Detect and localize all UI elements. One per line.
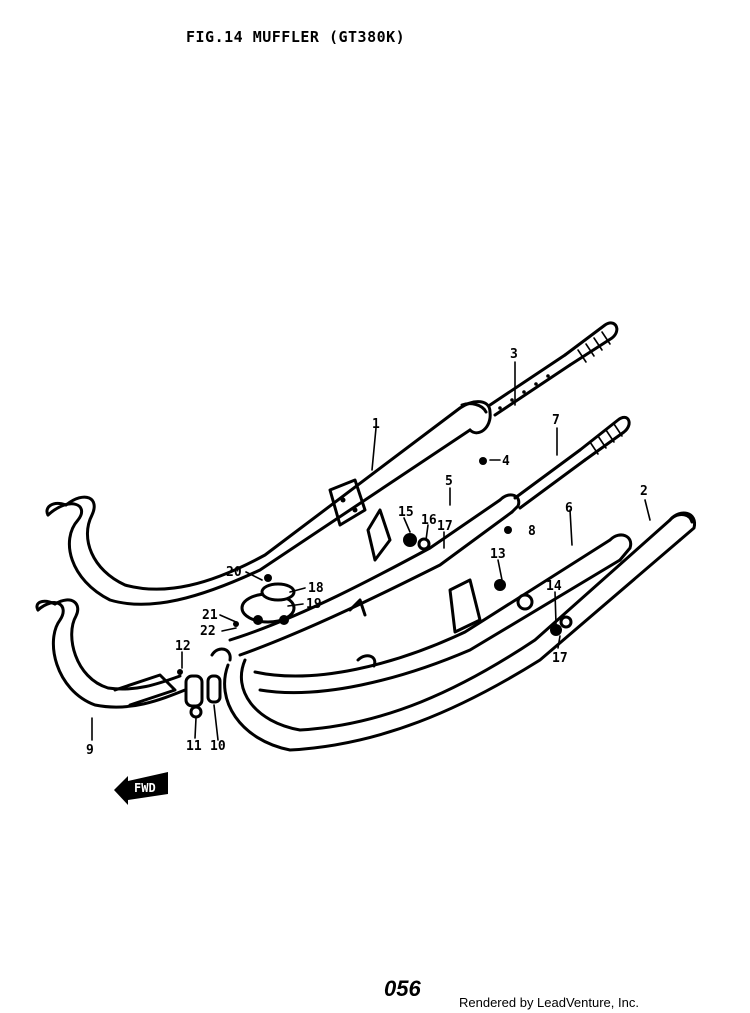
exhaust-flange-assembly[interactable] bbox=[233, 574, 296, 627]
nut-4[interactable] bbox=[479, 457, 487, 465]
muffler-upper-left[interactable] bbox=[45, 400, 492, 606]
callout-6: 6 bbox=[565, 501, 573, 516]
callout-10: 10 bbox=[210, 739, 226, 754]
exhaust-pipe-front[interactable] bbox=[35, 598, 187, 709]
fwd-label: FWD bbox=[134, 781, 156, 795]
callout-12: 12 bbox=[175, 639, 191, 654]
washer-17b[interactable] bbox=[559, 615, 573, 629]
callout-4: 4 bbox=[502, 454, 510, 469]
callout-8: 8 bbox=[528, 524, 536, 539]
page-number: 056 bbox=[384, 976, 421, 1001]
muffler-middle[interactable] bbox=[228, 493, 521, 657]
render-credit: Rendered by LeadVenture, Inc. bbox=[459, 995, 639, 1010]
leader-lines bbox=[91, 361, 651, 741]
muffler-lower-right[interactable] bbox=[223, 511, 697, 752]
tailpipe-middle[interactable] bbox=[513, 415, 631, 510]
nut-14[interactable] bbox=[550, 624, 562, 636]
callout-numbers: 1 2 3 4 5 6 7 8 9 10 11 12 13 14 15 16 1… bbox=[86, 347, 648, 758]
callout-1: 1 bbox=[372, 417, 380, 432]
callout-18: 18 bbox=[308, 581, 324, 596]
tailpipe-upper[interactable] bbox=[488, 321, 619, 417]
callout-13: 13 bbox=[490, 547, 506, 562]
callout-11: 11 bbox=[186, 739, 202, 754]
muffler-lower-center[interactable] bbox=[253, 533, 633, 695]
callout-21: 21 bbox=[202, 608, 218, 623]
nut-8[interactable] bbox=[504, 526, 512, 534]
callout-3: 3 bbox=[510, 347, 518, 362]
figure-title: FIG.14 MUFFLER (GT380K) bbox=[186, 28, 406, 46]
callout-22: 22 bbox=[200, 624, 216, 639]
callout-16: 16 bbox=[421, 513, 437, 528]
callout-2: 2 bbox=[640, 484, 648, 499]
callout-5: 5 bbox=[445, 474, 453, 489]
callout-19: 19 bbox=[306, 597, 322, 612]
callout-7: 7 bbox=[552, 413, 560, 428]
callout-17-upper: 17 bbox=[437, 519, 453, 534]
joint-pipe-clamp[interactable] bbox=[177, 647, 232, 719]
callout-9: 9 bbox=[86, 743, 94, 758]
callout-15: 15 bbox=[398, 505, 414, 520]
callout-20: 20 bbox=[226, 565, 242, 580]
callout-17-lower: 17 bbox=[552, 651, 568, 666]
washer-16[interactable] bbox=[417, 537, 431, 551]
callout-14: 14 bbox=[546, 579, 562, 594]
fwd-arrow-indicator: FWD bbox=[114, 772, 168, 805]
